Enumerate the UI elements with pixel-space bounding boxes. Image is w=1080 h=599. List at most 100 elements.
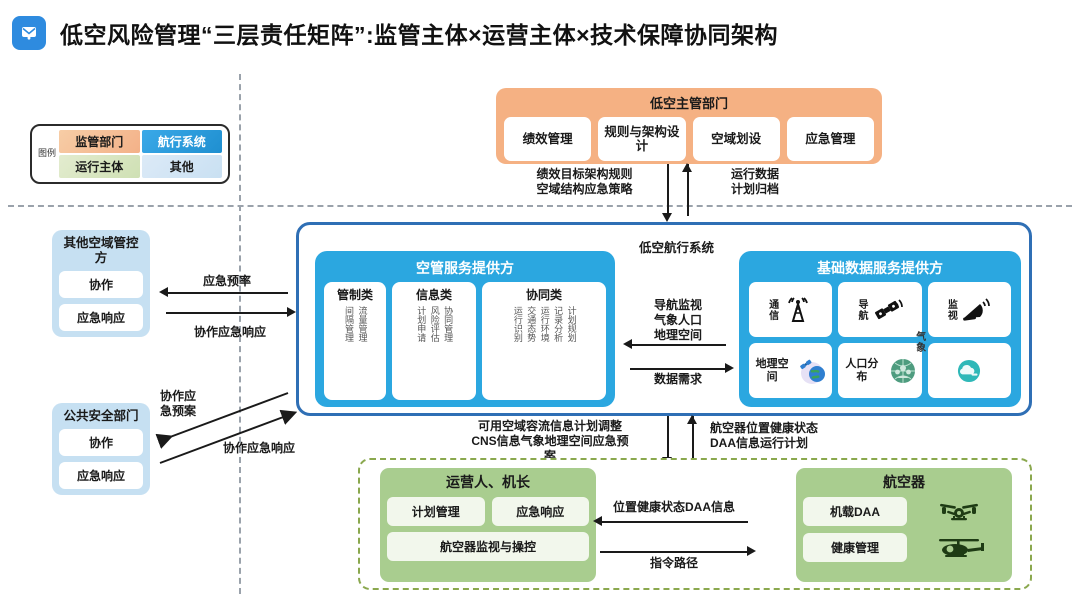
legend-item-operator: 运行主体 [59, 155, 140, 178]
authority-chip-rules[interactable]: 规则与架构设计 [598, 117, 686, 161]
legend-label: 图例 [38, 148, 57, 159]
population-globe-icon [886, 356, 919, 386]
aircraft-row-health: 健康管理 [803, 533, 1005, 562]
authority-chip-row: 绩效管理 规则与架构设计 空域划设 应急管理 [504, 117, 874, 161]
edge-authority-up-arrow [682, 163, 692, 172]
edge-stake-top-right-arrow [287, 307, 296, 317]
atm-item-collab-mgmt: 协同管理 [443, 306, 454, 342]
atm-category-collaboration-items: 运行识别 交通态势 运行环境 记录分析 计划规划 [485, 306, 603, 396]
edge-nav-to-ops-line [667, 416, 669, 460]
page-title: 低空风险管理“三层责任矩阵”:监管主体×运营主体×技术保障协同架构 [60, 22, 779, 48]
edge-label-ops-to-nav: 航空器位置健康状态 DAA信息运行计划 [710, 421, 819, 450]
legend: 图例 监管部门 航行系统 运行主体 其他 [30, 124, 230, 184]
antenna-tower-icon [781, 295, 815, 325]
edge-aircraft-to-operator-line [600, 521, 748, 523]
legend-item-regulator: 监管部门 [59, 130, 140, 153]
weather-cloud-icon [952, 356, 986, 386]
atm-category-information[interactable]: 信息类 计划申请 风险评估 协同管理 [392, 282, 476, 400]
atm-item-separation: 间隔管理 [344, 306, 354, 342]
vertical-divider [239, 74, 241, 594]
atm-item-plan-design: 计划规划 [566, 306, 577, 342]
edge-data-to-atm-line [630, 344, 726, 346]
atm-item-plan-application: 计划申请 [416, 306, 427, 342]
operator-chip-emergency[interactable]: 应急响应 [491, 497, 589, 526]
atm-provider-panel: 空管服务提供方 管制类 间隔管理 流量管理 信息类 计划申请 风险评估 协同管理 [315, 251, 615, 407]
data-service-navigation-label: 导航 [855, 298, 867, 321]
data-provider-panel: 基础数据服务提供方 通信 导航 监视 [739, 251, 1021, 407]
edge-label-stake-top-right: 协作应急响应 [193, 325, 266, 339]
aircraft-chip-health[interactable]: 健康管理 [803, 533, 907, 562]
edge-authority-down-line [667, 164, 669, 216]
edge-aircraft-to-operator-arrow [593, 516, 602, 526]
atm-category-collaboration[interactable]: 协同类 运行识别 交通态势 运行环境 记录分析 计划规划 [482, 282, 606, 400]
edge-label-stake-top-left: 应急预率 [202, 274, 251, 288]
data-service-navigation[interactable]: 导航 [838, 282, 922, 337]
legend-grid: 监管部门 航行系统 运行主体 其他 [59, 130, 222, 178]
stakeholder-public-chip-emergency[interactable]: 应急响应 [59, 462, 143, 489]
authority-chip-emergency[interactable]: 应急管理 [786, 117, 874, 161]
edge-stake-top-left-arrow [159, 287, 168, 297]
edge-stake-bottom-arrows [155, 392, 298, 464]
atm-item-ops-identification: 运行识别 [512, 306, 523, 342]
data-service-population-label: 人口分布 [845, 358, 879, 383]
aircraft-title: 航空器 [883, 474, 925, 490]
edge-atm-to-data-arrow [725, 363, 734, 373]
atm-category-control[interactable]: 管制类 间隔管理 流量管理 [324, 282, 386, 400]
edge-ops-to-nav-line [692, 416, 694, 460]
edge-label-atm-to-data: 数据需求 [653, 372, 702, 386]
helicopter-icon [913, 534, 1005, 562]
edge-atm-to-data-line [630, 368, 726, 370]
aircraft-row-daa: 机载DAA [803, 497, 1005, 526]
data-service-communication[interactable]: 通信 [749, 282, 833, 337]
stakeholder-public-chip-collaboration[interactable]: 协作 [59, 429, 143, 456]
edge-label-stake-bottom-right: 协作应急响应 [222, 441, 295, 455]
atm-category-control-title: 管制类 [336, 288, 373, 302]
operator-chip-row-1: 计划管理 应急响应 [387, 497, 589, 526]
atm-item-ops-environment: 运行环境 [539, 306, 550, 342]
stakeholder-other-chip-collaboration[interactable]: 协作 [59, 271, 143, 298]
aircraft-chip-daa[interactable]: 机载DAA [803, 497, 907, 526]
atm-item-risk-assessment: 风险评估 [429, 306, 440, 342]
message-badge-icon [12, 16, 46, 50]
authority-chip-performance[interactable]: 绩效管理 [504, 117, 592, 161]
stakeholder-public-safety-title: 公共安全部门 [63, 409, 139, 423]
edge-stake-top-right-line [166, 312, 288, 314]
edge-authority-down-arrow [662, 213, 672, 222]
operator-chip-row-2: 航空器监视与操控 [387, 532, 589, 561]
data-service-surveillance-label: 监视 [945, 298, 957, 321]
nav-system-title: 低空航行系统 [639, 241, 715, 255]
stakeholder-other-airspace: 其他空域管控方 协作 应急响应 [52, 230, 150, 337]
data-provider-title: 基础数据服务提供方 [817, 260, 943, 276]
operator-chip-aircraft-control[interactable]: 航空器监视与操控 [387, 532, 589, 561]
nav-system-panel: 低空航行系统 空管服务提供方 管制类 间隔管理 流量管理 信息类 计划申请 风险… [296, 222, 1032, 416]
legend-item-other: 其他 [141, 155, 222, 178]
edge-label-aircraft-to-operator: 位置健康状态DAA信息 [613, 500, 735, 514]
operator-title: 运营人、机长 [446, 474, 530, 490]
edge-label-stake-bottom-left: 协作应 急预案 [160, 389, 197, 418]
authority-title: 低空主管部门 [649, 96, 728, 111]
edge-label-nav-to-ops: 可用空域容流信息计划调整 CNS信息气象地理空间应急预 案 [471, 419, 629, 463]
satellite-icon [870, 295, 904, 325]
operator-panel: 运营人、机长 计划管理 应急响应 航空器监视与操控 [380, 468, 596, 582]
authority-panel: 低空主管部门 绩效管理 规则与架构设计 空域划设 应急管理 [496, 88, 882, 164]
data-service-population[interactable]: 人口分布 [838, 343, 922, 398]
radar-dish-icon [959, 295, 993, 325]
edge-authority-up-line [687, 164, 689, 216]
edge-label-authority-up: 运行数据 计划归档 [730, 167, 779, 196]
data-service-geospatial-label: 地理空间 [755, 358, 789, 383]
data-service-weather[interactable]: 气象 [914, 331, 1011, 398]
data-service-surveillance[interactable]: 监视 [927, 282, 1011, 337]
atm-provider-title: 空管服务提供方 [416, 260, 514, 276]
atm-category-row: 管制类 间隔管理 流量管理 信息类 计划申请 风险评估 协同管理 协同类 [319, 282, 611, 400]
data-provider-grid: 通信 导航 监视 地理 [743, 282, 1017, 404]
atm-category-information-items: 计划申请 风险评估 协同管理 [395, 306, 473, 396]
edge-ops-to-nav-arrow [687, 415, 697, 424]
data-service-weather-label: 气象 [913, 331, 925, 353]
authority-chip-airspace[interactable]: 空域划设 [692, 117, 780, 161]
data-service-geospatial[interactable]: 地理空间 [749, 343, 833, 398]
stakeholder-other-chip-emergency[interactable]: 应急响应 [59, 304, 143, 331]
edge-operator-to-aircraft-arrow [747, 546, 756, 556]
operator-chip-plan-mgmt[interactable]: 计划管理 [387, 497, 485, 526]
edge-stake-top-left-line [166, 292, 288, 294]
